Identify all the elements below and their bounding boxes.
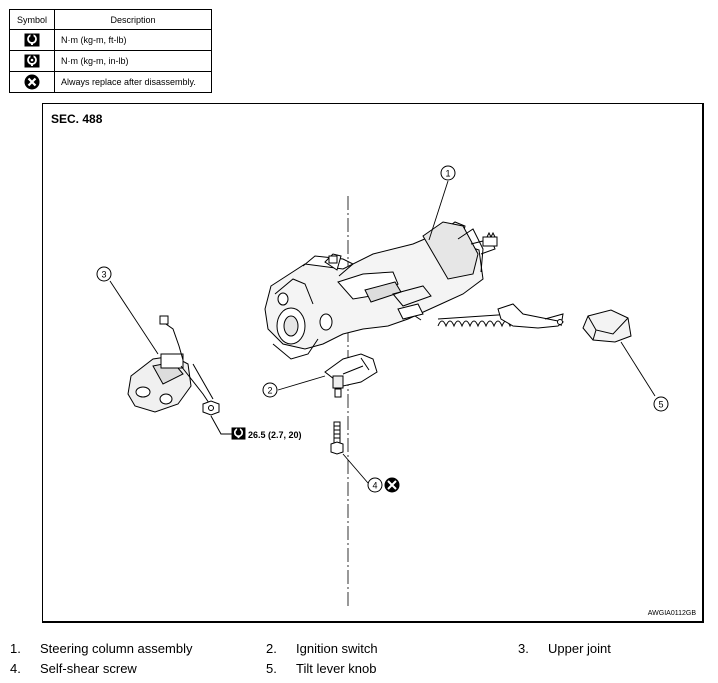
callout-2: 2 bbox=[267, 386, 272, 396]
part-name: Ignition switch bbox=[296, 641, 378, 656]
part-name: Tilt lever knob bbox=[296, 661, 377, 676]
replace-icon bbox=[384, 477, 400, 493]
part-number: 3. bbox=[518, 641, 529, 656]
steering-column-drawing: 1 2 3 4 5 bbox=[96, 165, 669, 609]
part-number: 4. bbox=[10, 661, 21, 676]
torque-ft-lb-icon bbox=[9, 29, 55, 51]
part-number: 5. bbox=[266, 661, 277, 676]
legend-description: N·m (kg-m, ft-lb) bbox=[54, 29, 212, 51]
list-item: 1. Steering column assembly bbox=[10, 641, 192, 656]
callout-1: 1 bbox=[445, 169, 450, 179]
callout-3: 3 bbox=[101, 270, 106, 280]
part-number: 2. bbox=[266, 641, 277, 656]
part-name: Self-shear screw bbox=[40, 661, 137, 676]
legend-row: N·m (kg-m, in-lb) bbox=[9, 50, 212, 72]
callout-5: 5 bbox=[658, 400, 663, 410]
section-label: SEC. 488 bbox=[51, 112, 103, 126]
image-code: AWGIA0112GB bbox=[647, 610, 696, 617]
replace-icon bbox=[9, 71, 55, 93]
legend-header-symbol: Symbol bbox=[9, 9, 55, 30]
legend-header-description: Description bbox=[54, 9, 212, 30]
list-item: 5. Tilt lever knob bbox=[266, 661, 376, 676]
steering-column-assembly bbox=[264, 221, 565, 360]
torque-spec-label: 26.5 (2.7, 20) bbox=[231, 427, 302, 442]
upper-joint bbox=[127, 315, 214, 413]
legend-row: Always replace after disassembly. bbox=[9, 71, 212, 93]
tilt-lever-knob bbox=[582, 309, 632, 343]
symbol-legend-table: Symbol Description N·m (kg-m, ft-lb) N·m… bbox=[9, 9, 212, 93]
legend-row: N·m (kg-m, ft-lb) bbox=[9, 29, 212, 51]
ignition-switch bbox=[324, 353, 378, 398]
part-number: 1. bbox=[10, 641, 21, 656]
self-shear-screw bbox=[330, 421, 344, 455]
legend-description: N·m (kg-m, in-lb) bbox=[54, 50, 212, 72]
legend-description: Always replace after disassembly. bbox=[54, 71, 212, 93]
part-name: Upper joint bbox=[548, 641, 611, 656]
exploded-view-figure: SEC. 488 bbox=[42, 103, 704, 623]
list-item: 3. Upper joint bbox=[518, 641, 611, 656]
torque-in-lb-icon bbox=[9, 50, 55, 72]
torque-ft-lb-icon bbox=[231, 427, 246, 442]
list-item: 2. Ignition switch bbox=[266, 641, 378, 656]
list-item: 4. Self-shear screw bbox=[10, 661, 137, 676]
part-name: Steering column assembly bbox=[40, 641, 193, 656]
torque-spec-value: 26.5 (2.7, 20) bbox=[248, 429, 302, 440]
legend-header-row: Symbol Description bbox=[9, 9, 212, 30]
callout-4: 4 bbox=[372, 481, 377, 491]
